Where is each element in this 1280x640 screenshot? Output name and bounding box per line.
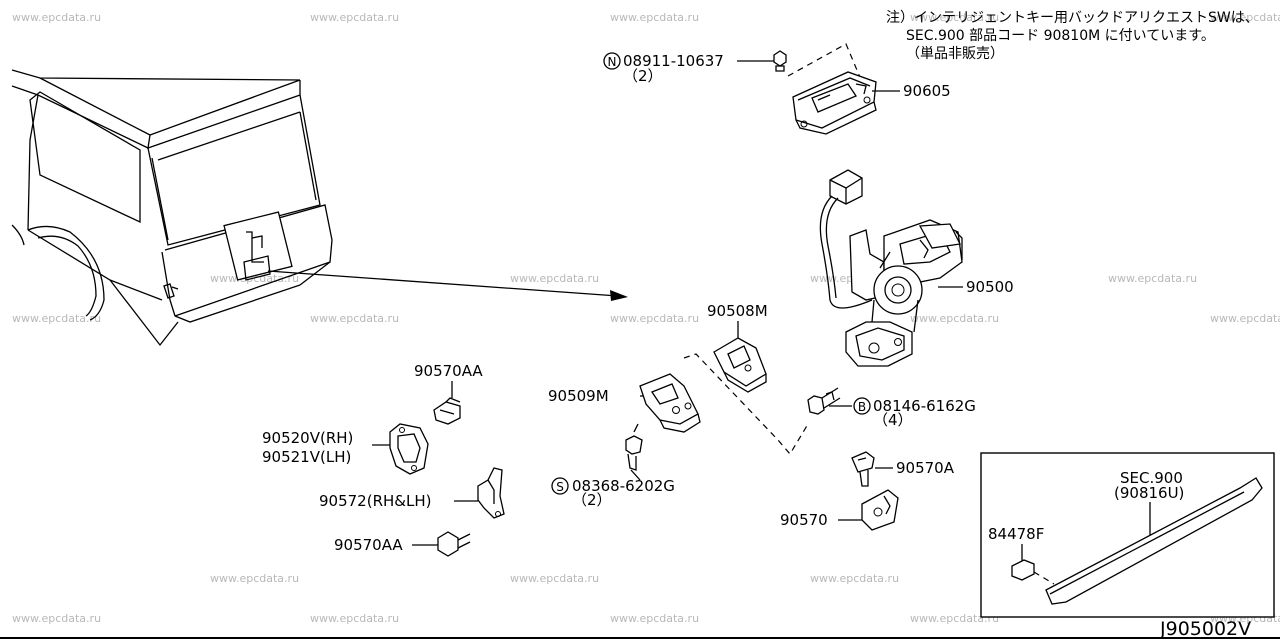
label-08146-6162G: 08146-6162G	[873, 397, 976, 415]
part-90572: 90572(RH&LH)	[319, 467, 505, 519]
watermark: www.epcdata.ru	[310, 11, 399, 24]
part-90570AA-bottom: 90570AA	[334, 531, 471, 557]
watermark: www.epcdata.ru	[610, 612, 699, 625]
label-90570: 90570	[780, 511, 828, 529]
label-90570AA-top: 90570AA	[414, 362, 483, 380]
watermark: www.epcdata.ru	[310, 312, 399, 325]
part-90570: 90570	[780, 489, 899, 531]
watermark: www.epcdata.ru	[1108, 272, 1197, 285]
label-90520V: 90520V(RH)	[262, 429, 353, 447]
part-08146-6162G: B 08146-6162G （4）	[807, 387, 976, 429]
part-08911-10637: N 08911-10637 （2）	[603, 50, 787, 85]
label-sec900: SEC.900	[1120, 469, 1183, 487]
watermark: www.epcdata.ru	[910, 312, 999, 325]
garnish-inset-box: SEC.900 (90816U) 84478F	[980, 452, 1275, 618]
vehicle-rear-illustration	[11, 69, 333, 347]
note-line-1: 注）インテリジェントキー用バックドアリクエストSWは、	[886, 10, 1259, 26]
label-08368-6202G: 08368-6202G	[572, 477, 675, 495]
label-90816U: (90816U)	[1114, 484, 1184, 502]
note-line-3: （単品非販売）	[906, 46, 1004, 62]
bolt-symbol: B	[858, 400, 866, 414]
watermark: www.epcdata.ru	[910, 612, 999, 625]
watermark: www.epcdata.ru	[910, 11, 999, 24]
watermark: www.epcdata.ru	[210, 572, 299, 585]
screw-symbol: S	[556, 480, 564, 494]
label-90521V: 90521V(LH)	[262, 448, 351, 466]
watermark: www.epcdata.ru	[12, 11, 101, 24]
label-84478F: 84478F	[988, 525, 1044, 543]
part-90509M: 90509M	[548, 373, 701, 433]
part-90570AA-top: 90570AA	[414, 362, 483, 425]
label-90509M: 90509M	[548, 387, 609, 405]
watermark: www.epcdata.ru	[610, 312, 699, 325]
watermark: www.epcdata.ru	[1210, 312, 1280, 325]
label-08368-qty: （2）	[572, 491, 612, 509]
label-90508M: 90508M	[707, 302, 768, 320]
watermark: www.epcdata.ru	[610, 11, 699, 24]
label-90570AA-bottom: 90570AA	[334, 536, 403, 554]
part-08368-6202G: S 08368-6202G （2）	[551, 423, 675, 509]
part-90520V-90521V: 90520V(RH) 90521V(LH)	[262, 423, 429, 475]
label-90500: 90500	[966, 278, 1014, 296]
watermark: www.epcdata.ru	[12, 312, 101, 325]
note-text: 注）インテリジェントキー用バックドアリクエストSWは、 SEC.900 部品コー…	[886, 10, 1259, 62]
label-08911-10637: 08911-10637	[623, 52, 724, 70]
label-90572: 90572(RH&LH)	[319, 492, 431, 510]
label-08146-qty: （4）	[873, 411, 913, 429]
watermark: www.epcdata.ru	[310, 612, 399, 625]
label-90605: 90605	[903, 82, 951, 100]
note-line-2: SEC.900 部品コード 90810M に付いています。	[906, 28, 1215, 44]
label-90570A: 90570A	[896, 459, 955, 477]
diagram-code: J905002V	[1159, 618, 1251, 640]
nut-symbol: N	[608, 55, 617, 69]
part-90570A: 90570A	[851, 451, 955, 487]
part-90508M: 90508M	[707, 302, 768, 393]
pointer-arrow	[267, 270, 628, 301]
watermark: www.epcdata.ru	[810, 572, 899, 585]
watermark: www.epcdata.ru	[510, 572, 599, 585]
part-90605-handle: 90605	[787, 43, 951, 135]
watermark: www.epcdata.ru	[1210, 11, 1280, 24]
label-08911-qty: （2）	[623, 67, 663, 85]
watermark: www.epcdata.ru	[510, 272, 599, 285]
watermark: www.epcdata.ru	[12, 612, 101, 625]
part-90500-lock-actuator: 90500	[819, 169, 1014, 367]
